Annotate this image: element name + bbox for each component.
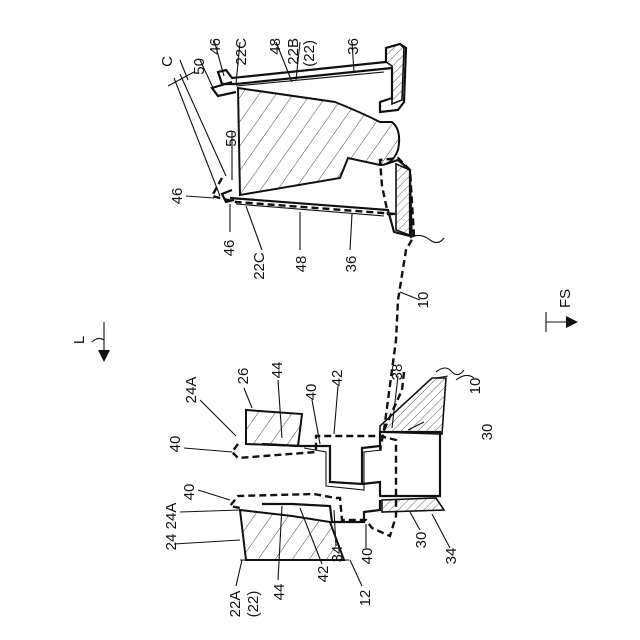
label-40-left: 40 [167, 436, 184, 453]
trim-48-low-line [236, 204, 384, 216]
label-44-top: 44 [269, 362, 286, 379]
seal-22b-body [238, 88, 399, 195]
label-36-low: 36 [343, 256, 360, 273]
label-30-low: 30 [413, 532, 430, 549]
panel-36-top-hatch [386, 44, 404, 104]
label-34-low: 34 [443, 548, 460, 565]
label-34: 34 [329, 546, 346, 563]
label-22a: 22A [227, 591, 244, 618]
label-24: 24 [163, 534, 180, 551]
label-46-low: 46 [221, 240, 238, 257]
label-46-top: 46 [207, 38, 224, 55]
label-40-left2: 40 [181, 484, 198, 501]
label-22b-sub: (22) [301, 40, 318, 67]
label-40-top: 40 [303, 384, 320, 401]
label-12: 12 [357, 590, 374, 607]
label-22c-low: 22C [251, 252, 268, 280]
label-44-low: 44 [271, 584, 288, 601]
label-46-left: 46 [169, 188, 186, 205]
label-40-low: 40 [359, 548, 376, 565]
label-36-top: 36 [345, 38, 362, 55]
label-48-low: 48 [293, 256, 310, 273]
flange-30-left [382, 498, 444, 512]
label-10-mid: 10 [415, 292, 432, 309]
label-24a-top: 24A [183, 377, 200, 404]
arrow-l [92, 322, 110, 362]
label-22b: 22B [285, 38, 302, 65]
arrow-fs [546, 312, 578, 332]
label-38: 38 [389, 364, 406, 381]
label-10-low: 10 [467, 378, 484, 395]
label-42-low: 42 [315, 566, 332, 583]
label-22c-top: 22C [233, 38, 250, 66]
label-42-top: 42 [329, 370, 346, 387]
label-50-mid: 50 [223, 130, 240, 147]
break-line-lower [436, 368, 464, 375]
label-30-right: 30 [479, 424, 496, 441]
label-c: C [159, 56, 176, 67]
label-22a-sub: (22) [245, 591, 262, 618]
label-48-top: 48 [267, 38, 284, 55]
label-24a-low: 24A [163, 503, 180, 530]
label-26: 26 [235, 368, 252, 385]
label-fs: FS [557, 289, 574, 308]
seal-26-body [246, 410, 302, 446]
break-line-upper [410, 235, 444, 242]
trim-48-top-line [236, 72, 384, 86]
label-l: L [71, 336, 88, 344]
label-50-top: 50 [191, 58, 208, 75]
